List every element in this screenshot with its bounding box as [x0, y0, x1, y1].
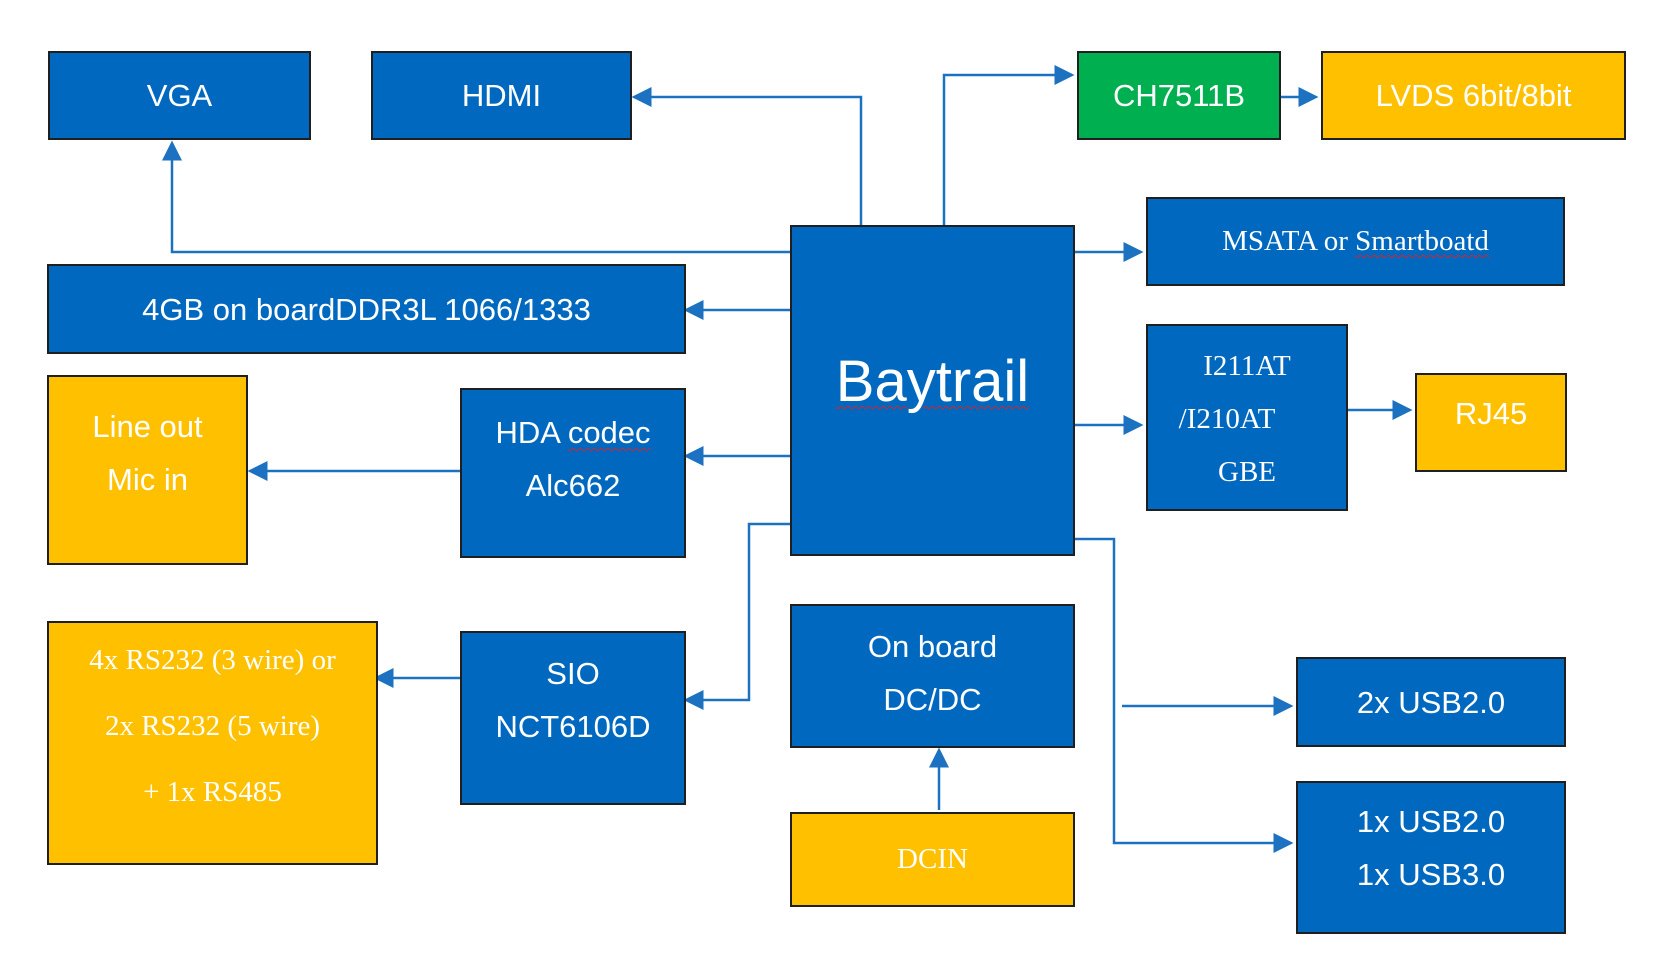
gbe-label-line2: /I210AT: [1178, 403, 1276, 435]
usb-mix-block: 1x USB2.0 1x USB3.0: [1296, 781, 1566, 934]
lineout-block: Line out Mic in: [47, 375, 248, 565]
hda-codec-block: HDA codec Alc662: [460, 388, 686, 558]
ch7511b-label: CH7511B: [1112, 78, 1246, 113]
sio-block: SIO NCT6106D: [460, 631, 686, 805]
arrow-baytrail-to-vga: [162, 140, 790, 254]
gbe-label-line3: GBE: [1218, 456, 1276, 488]
ddr-block: 4GB on boardDDR3L 1066/1333: [47, 264, 686, 354]
dcin-label: DCIN: [897, 843, 968, 875]
hda-label-prefix: HDA: [495, 415, 568, 450]
rs232-label-line2: 2x RS232 (5 wire): [104, 710, 321, 742]
msata-block: MSATA or Smartboatd: [1146, 197, 1565, 286]
arrow-baytrail-to-hdmi: [631, 87, 863, 225]
gbe-block: I211AT /I210AT GBE: [1146, 324, 1348, 511]
hdmi-label: HDMI: [461, 78, 542, 113]
dcdc-label-line2: DC/DC: [883, 682, 982, 717]
msata-label: MSATA or Smartboatd: [1222, 215, 1489, 268]
vga-label: VGA: [146, 78, 213, 113]
sio-label-line2: NCT6106D: [495, 709, 651, 744]
hda-label-word: codec: [567, 415, 651, 450]
baytrail-label: Baytrail: [835, 349, 1030, 414]
usb-mix-label-line1: 1x USB2.0: [1356, 804, 1506, 839]
dcdc-label-line1: On board: [867, 629, 998, 664]
rs232-block: 4x RS232 (3 wire) or 2x RS232 (5 wire) +…: [47, 621, 378, 865]
hda-label-line2: Alc662: [525, 468, 621, 503]
usb-mix-label-line2: 1x USB3.0: [1356, 857, 1506, 892]
dcdc-block: On board DC/DC: [790, 604, 1075, 748]
hda-label-line1: HDA codec: [495, 406, 650, 459]
sio-label-line1: SIO: [546, 656, 600, 691]
lvds-block: LVDS 6bit/8bit: [1321, 51, 1626, 140]
rj45-label: RJ45: [1454, 396, 1528, 431]
ch7511b-block: CH7511B: [1077, 51, 1281, 140]
lineout-label-line2: Mic in: [107, 462, 188, 497]
ddr-label: 4GB on boardDDR3L 1066/1333: [142, 291, 591, 327]
msata-label-prefix: MSATA or: [1222, 225, 1356, 257]
hdmi-block: HDMI: [371, 51, 632, 140]
arrow-baytrail-to-ch7511b: [942, 65, 1075, 225]
rs232-label-line1: 4x RS232 (3 wire) or: [89, 644, 336, 676]
lineout-label-line1: Line out: [92, 409, 203, 444]
rs232-label-line3: + 1x RS485: [143, 776, 282, 808]
lvds-label: LVDS 6bit/8bit: [1375, 78, 1572, 113]
rj45-block: RJ45: [1415, 373, 1567, 472]
arrow-baytrail-to-sio: [683, 522, 790, 710]
usb2x-block: 2x USB2.0: [1296, 657, 1566, 747]
msata-label-word: Smartboatd: [1355, 225, 1489, 257]
baytrail-block: Baytrail: [790, 225, 1075, 556]
gbe-label-line1: I211AT: [1203, 350, 1291, 382]
usb2x-label: 2x USB2.0: [1356, 684, 1506, 720]
dcin-block: DCIN: [790, 812, 1075, 907]
vga-block: VGA: [48, 51, 311, 140]
arrow-baytrail-to-usb-mix: [1075, 537, 1294, 853]
